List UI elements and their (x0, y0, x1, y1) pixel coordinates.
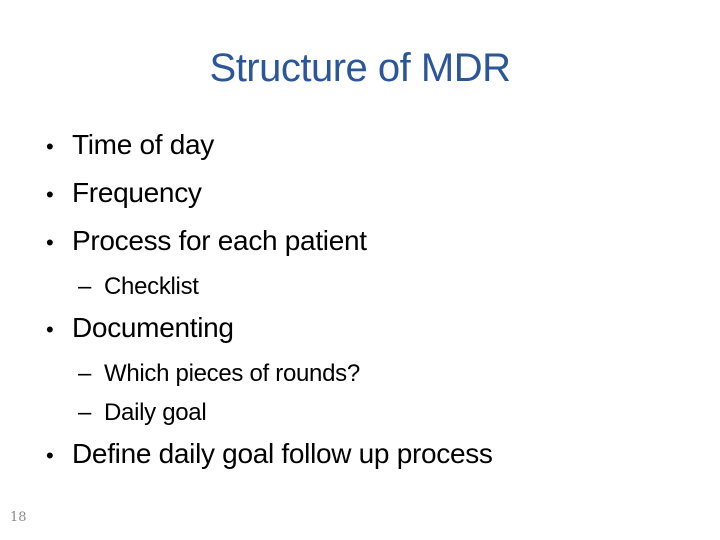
bullet-dot-icon: • (46, 317, 54, 342)
bullet-dot-icon: • (46, 443, 54, 468)
bullet-item: • Process for each patient (0, 224, 720, 260)
bullet-item: –Which pieces of rounds? (0, 359, 720, 389)
bullet-item: • Frequency (0, 176, 720, 212)
bullet-text: Which pieces of rounds? (104, 360, 360, 387)
bullet-item: • Define daily goal follow up process (0, 437, 720, 473)
bullet-text: Documenting (72, 312, 234, 343)
bullet-item: • Documenting (0, 311, 720, 347)
bullet-text: Checklist (104, 273, 199, 300)
bullet-item: –Daily goal (0, 398, 720, 428)
bullet-dash-icon: – (78, 360, 92, 387)
bullet-list: • Time of day • Frequency • Process for each … (0, 92, 720, 473)
bullet-text: Define daily goal follow up process (72, 438, 493, 469)
slide-title: Structure of MDR (209, 46, 511, 90)
bullet-dot-icon: • (46, 134, 54, 159)
bullet-text: Time of day (72, 129, 214, 160)
bullet-dot-icon: • (46, 182, 54, 207)
bullet-dash-icon: – (78, 399, 92, 426)
bullet-text: Frequency (72, 177, 202, 208)
page-number: 18 (10, 510, 27, 525)
bullet-text: Process for each patient (72, 225, 367, 256)
bullet-dash-icon: – (78, 273, 92, 300)
bullet-text: Daily goal (104, 399, 207, 426)
bullet-item: • Time of day (0, 128, 720, 164)
bullet-dot-icon: • (46, 230, 54, 255)
bullet-item: –Checklist (0, 272, 720, 302)
